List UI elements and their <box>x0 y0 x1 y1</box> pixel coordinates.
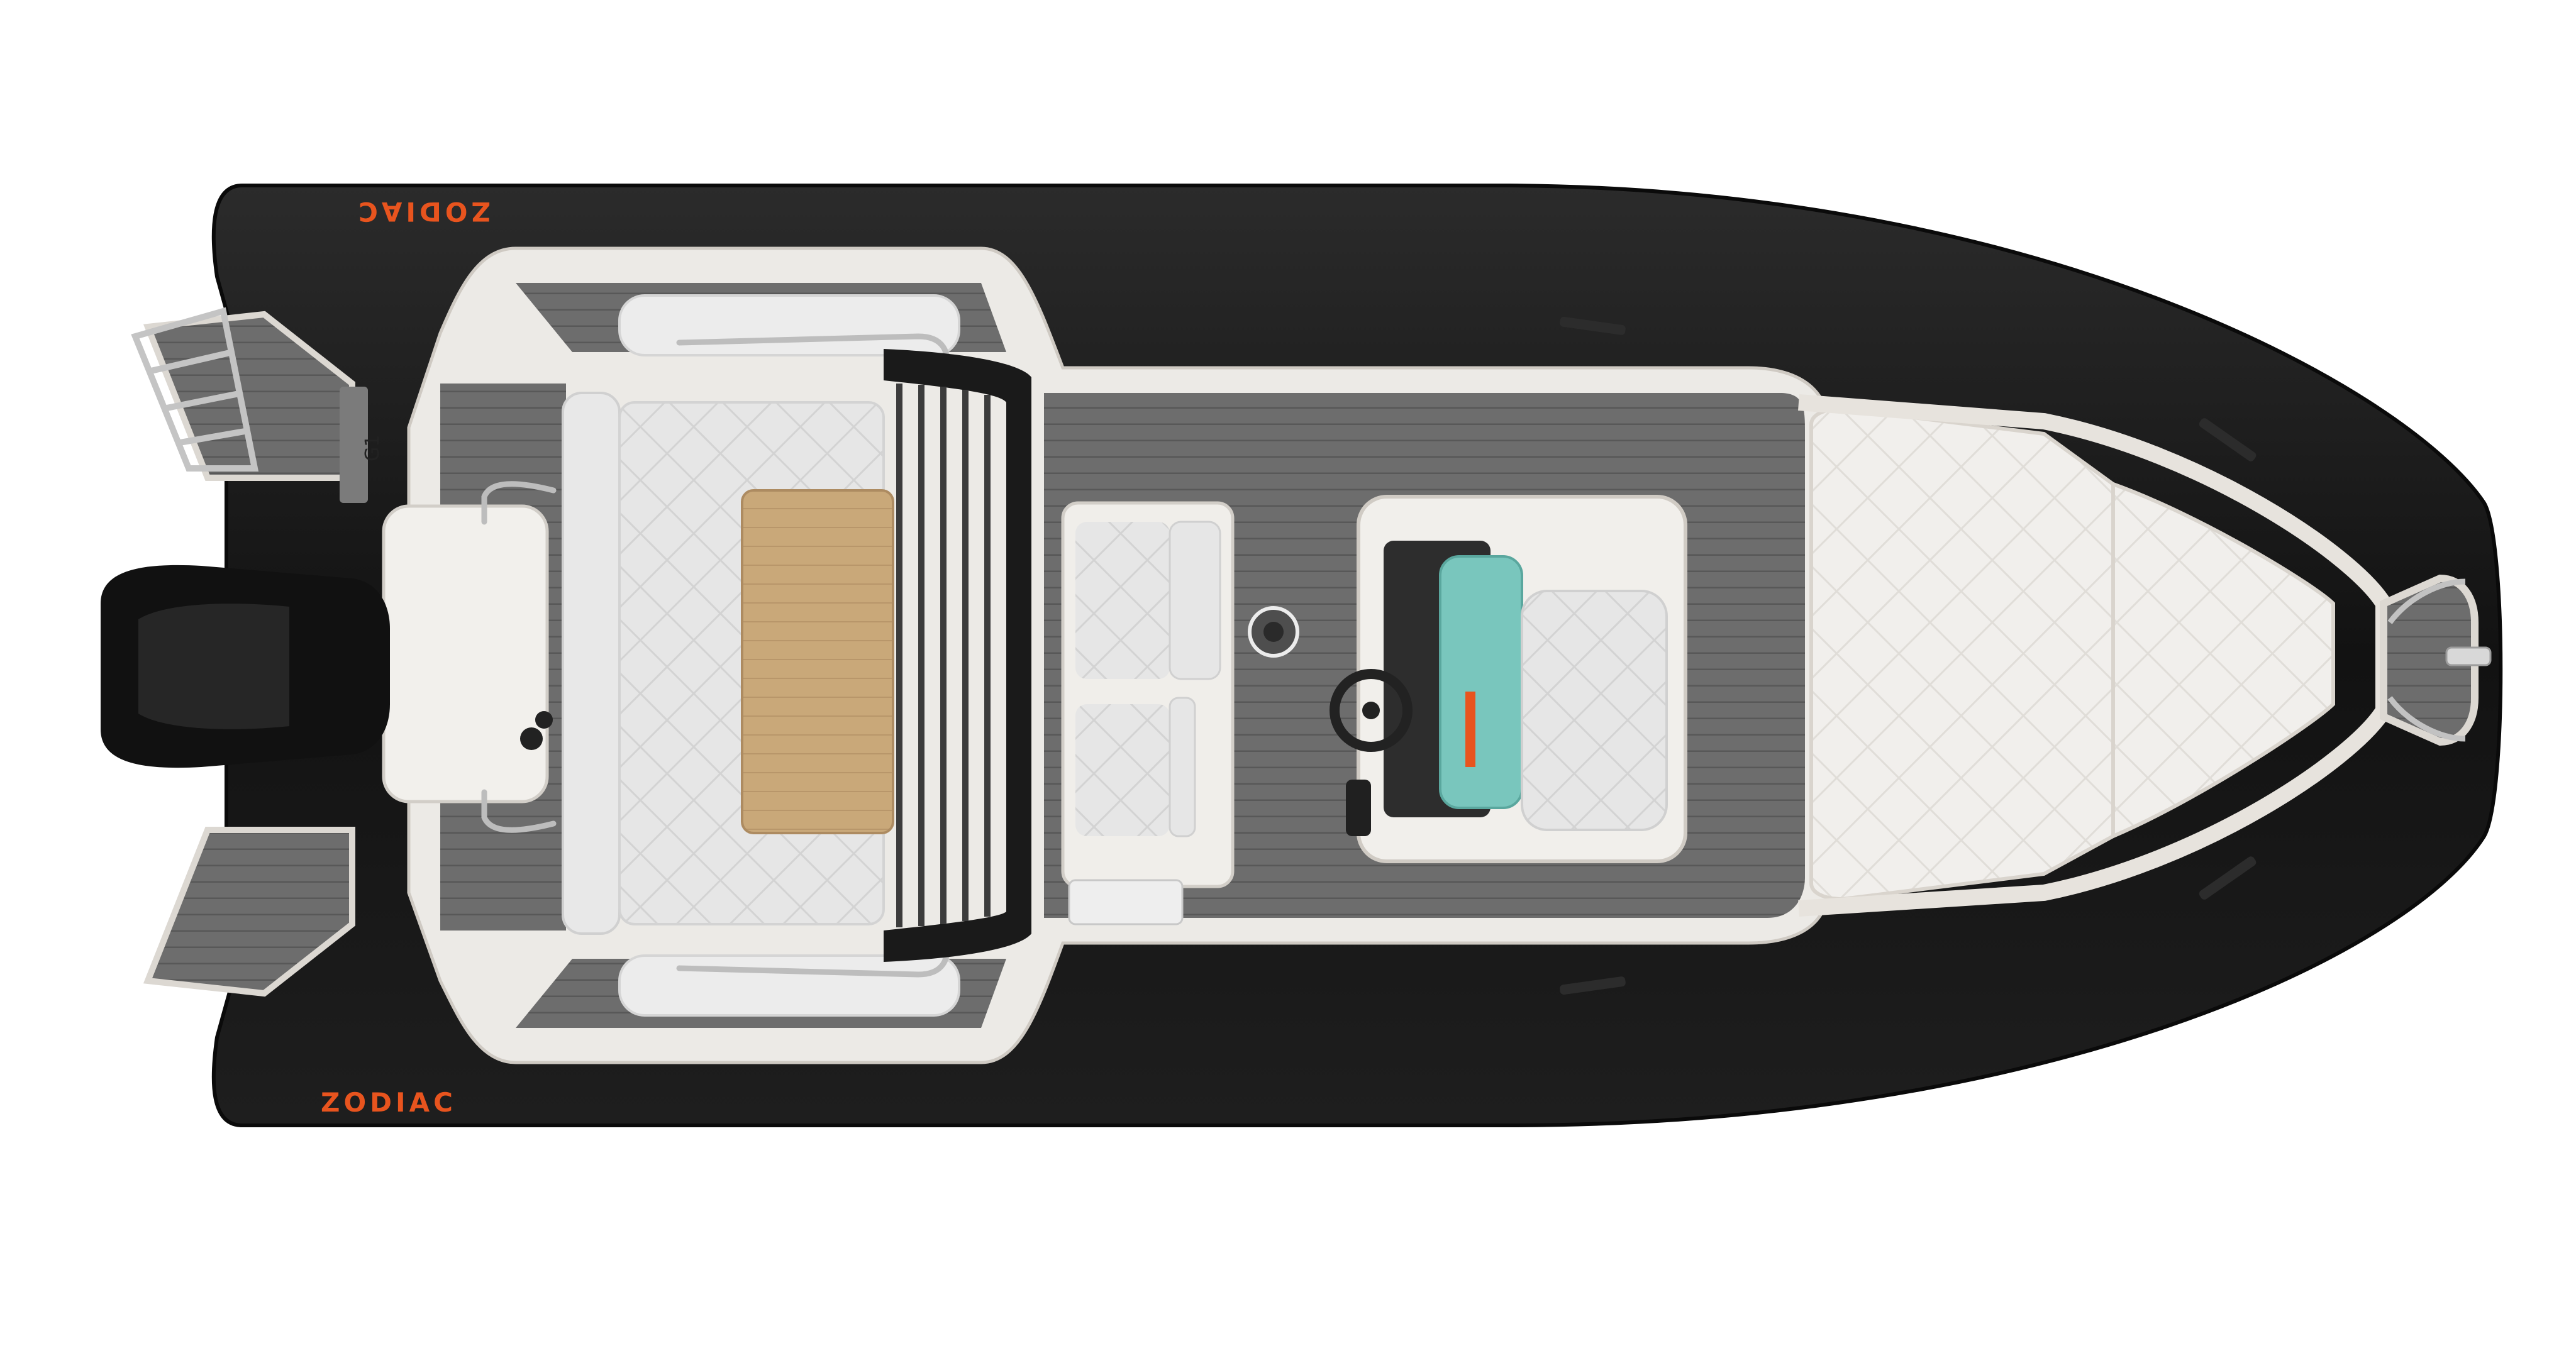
engine-well <box>382 504 549 803</box>
bow-rail <box>2387 578 2466 624</box>
bow-rail-lower <box>2387 696 2466 742</box>
tube-grip-pads <box>906 301 2257 1013</box>
cleat-icon <box>520 727 543 750</box>
transom-badge-panel <box>340 387 368 503</box>
cleat-icon-2 <box>535 711 553 729</box>
throttle-lever <box>1346 780 1371 836</box>
zodiac-logo-bottom: ZODIAC <box>321 1087 457 1118</box>
console-windshield-teal <box>1439 555 1523 809</box>
side-cushion-bottom <box>618 954 960 1017</box>
swim-platform-bottom <box>143 827 355 997</box>
bow-cleat <box>2445 646 2492 666</box>
mid-seat-cushion-lower <box>1075 704 1170 836</box>
helm-seat <box>1521 590 1668 831</box>
console-stripe-orange <box>1465 692 1475 767</box>
aft-bench-back <box>562 392 621 935</box>
t-top-arch-ribs <box>896 384 991 927</box>
bow-sunpad-aft <box>1809 406 2115 902</box>
transom-badge: G1 <box>362 435 384 461</box>
cooler-box <box>1068 879 1184 925</box>
teak-table <box>741 489 894 834</box>
deck-hatch-inner <box>1263 622 1284 642</box>
mid-seat-backrest <box>1169 521 1221 680</box>
mid-seat-backrest-lower <box>1169 697 1196 837</box>
side-cushion-top <box>618 294 960 356</box>
t-top-arch <box>884 349 1031 962</box>
steering-wheel-icon <box>1330 669 1413 752</box>
zodiac-logo-top: ZODIAC <box>355 196 491 227</box>
boarding-ladder <box>131 307 259 472</box>
steering-hub <box>1362 702 1380 719</box>
mid-seat-cushion-upper <box>1075 522 1170 679</box>
engine-cowl-highlight <box>138 604 289 729</box>
bow-sunpad-forward <box>2111 481 2335 839</box>
